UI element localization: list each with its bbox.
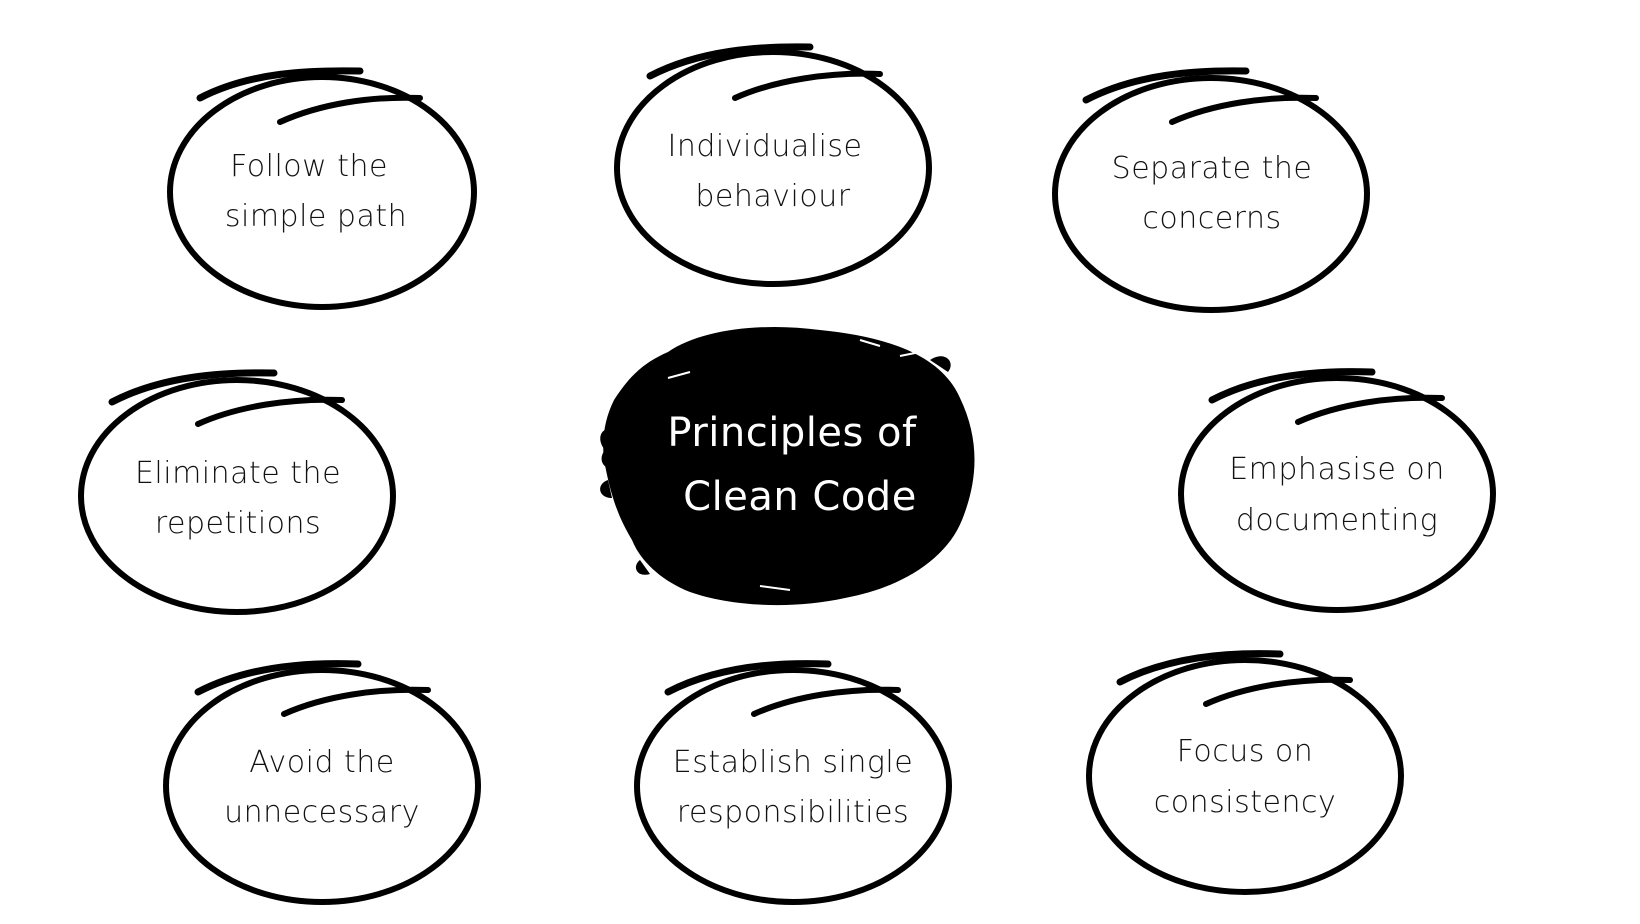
node-label-line2: simple path [225,199,407,234]
node-label-line1: Separate the [1112,151,1313,186]
principle-node-follow-simple-path: Follow the simple path [167,67,477,310]
node-label-line2: documenting [1236,503,1438,538]
node-label-line2: concerns [1142,201,1281,236]
center-node: Principles of Clean Code [600,326,975,606]
principle-node-establish-single-responsibilities: Establish single responsibilities [634,660,952,905]
principle-node-individualise-behaviour: Individualise behaviour [614,43,932,287]
node-swoosh [1082,67,1250,104]
node-swoosh-inner [732,70,883,101]
center-ink-streaks [667,339,921,591]
principle-node-focus-consistency: Focus on consistency [1086,650,1404,895]
node-circle [163,667,481,905]
node-circle [1178,375,1496,613]
node-swoosh [1116,650,1284,686]
node-swoosh [108,369,278,406]
center-ink-blob [603,326,975,606]
node-label-line1: Focus on [1177,734,1314,769]
node-swoosh [664,660,832,696]
node-swoosh-inner [277,94,423,125]
principle-node-avoid-unnecessary: Avoid the unnecessary [163,660,481,905]
node-label-line2: behaviour [695,179,850,214]
node-swoosh [646,43,814,80]
node-circle [614,49,932,287]
node-label-line1: Establish single [673,745,913,780]
node-label-line2: responsibilities [677,795,909,830]
node-swoosh-inner [1169,94,1319,125]
node-swoosh [194,660,362,696]
node-swoosh-inner [1295,394,1445,425]
node-swoosh-inner [751,686,901,717]
node-circle [1086,657,1404,895]
node-label-line1: Emphasise on [1229,452,1445,487]
center-title-line1: Principles of [667,410,917,456]
center-title-line2: Clean Code [683,474,917,520]
node-swoosh-inner [1203,676,1353,707]
node-swoosh-inner [281,686,431,717]
node-circle [1052,75,1370,313]
node-label-line1: Eliminate the [135,456,341,491]
node-label-line1: Avoid the [249,745,395,780]
node-swoosh [196,67,364,102]
principle-node-separate-concerns: Separate the concerns [1052,67,1370,313]
node-label-line2: consistency [1154,785,1336,820]
principle-node-eliminate-repetitions: Eliminate the repetitions [78,369,396,615]
node-swoosh [1208,368,1376,404]
node-label-line2: unnecessary [224,795,420,830]
node-circle [78,377,396,615]
principle-node-emphasise-documenting: Emphasise on documenting [1178,368,1496,613]
node-circle [167,74,477,310]
node-label-line1: Follow the [230,149,388,184]
node-circle [634,667,952,905]
node-label-line1: Individualise [667,129,862,164]
node-label-line2: repetitions [155,506,321,541]
node-swoosh-inner [195,396,345,427]
